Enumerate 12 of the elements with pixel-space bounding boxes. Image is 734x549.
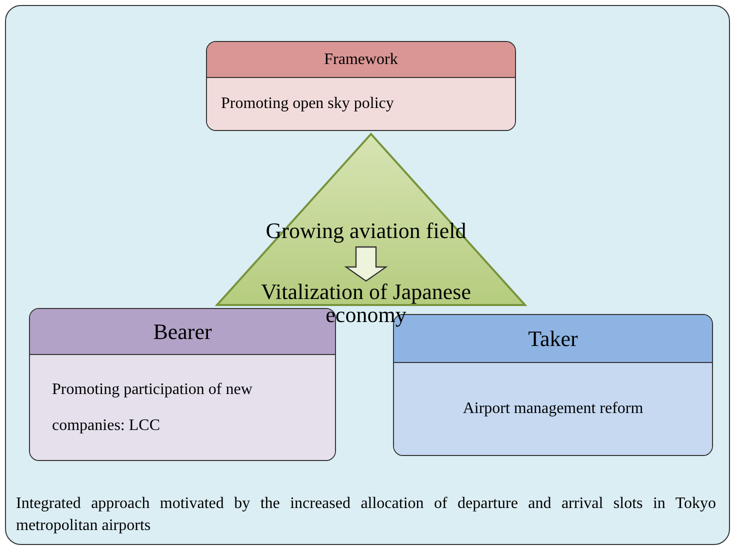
box (206, 41, 516, 131)
box-heading: Framework (324, 50, 398, 68)
box-heading: Taker (528, 326, 578, 352)
box-body-text: Airport management reform (462, 400, 644, 418)
triangle-text: Growing aviation field (246, 219, 486, 245)
box-heading: Bearer (153, 318, 212, 344)
block-arrow (344, 246, 388, 282)
panel-background (5, 5, 730, 545)
box-body-text: Promoting participation of new companies: LCC (52, 380, 254, 436)
triangle-shape (216, 133, 526, 306)
box-body-text: Promoting open sky policy (221, 95, 394, 113)
caption-text: Integrated approach motivated by the increased allocation of departure and arrival slots in Tokyo metropolitan airports (16, 494, 716, 536)
